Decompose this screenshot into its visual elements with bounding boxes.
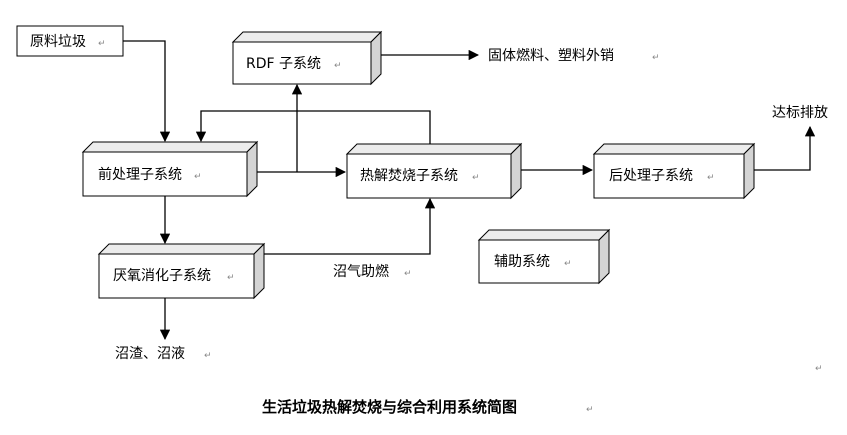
anaerobic-digestion-label: 厌氧消化子系统	[113, 268, 211, 284]
pretreatment-subsystem-box: 前处理子系统 ↵	[81, 140, 259, 198]
paragraph-mark: ↵	[194, 172, 202, 182]
connectors	[123, 40, 816, 341]
paragraph-mark: ↵	[404, 269, 412, 279]
rdf-subsystem-box: RDF 子系统 ↵	[231, 30, 383, 86]
arrow-biogas-to-pyrolysis	[264, 197, 436, 255]
arrow-pyrolysis-feedback	[195, 110, 431, 144]
auxiliary-system-box: 辅助系统 ↵	[477, 228, 611, 285]
raw-waste-label: 原料垃圾	[30, 34, 86, 50]
biogas-edge-label: 沼气助燃	[333, 263, 389, 280]
digestion-output-label: 沼渣、沼液	[115, 346, 185, 362]
posttreatment-subsystem-label: 后处理子系统	[609, 168, 693, 184]
paragraph-mark: ↵	[334, 61, 342, 71]
posttreatment-subsystem-box: 后处理子系统 ↵	[592, 142, 756, 200]
paragraph-mark: ↵	[227, 273, 235, 283]
pyrolysis-subsystem-box: 热解焚烧子系统 ↵	[345, 142, 523, 200]
arrow-raw-to-pretreatment	[123, 40, 171, 143]
auxiliary-system-label: 辅助系统	[494, 254, 550, 270]
rdf-subsystem-label: RDF 子系统	[246, 56, 321, 72]
paragraph-mark: ↵	[564, 259, 572, 269]
paragraph-mark: ↵	[98, 39, 106, 49]
pretreatment-subsystem-label: 前处理子系统	[98, 166, 182, 183]
paragraph-mark: ↵	[204, 351, 212, 361]
arrow-posttreatment-to-emission	[754, 125, 816, 171]
raw-waste-box: 原料垃圾 ↵	[16, 25, 124, 57]
rdf-output-label: 固体燃料、塑料外销	[488, 47, 614, 64]
emission-output-label: 达标排放	[772, 105, 828, 121]
pyrolysis-subsystem-label: 热解焚烧子系统	[360, 168, 458, 184]
paragraph-mark: ↵	[472, 173, 480, 183]
paragraph-mark: ↵	[815, 364, 823, 374]
anaerobic-digestion-box: 厌氧消化子系统 ↵	[97, 242, 266, 300]
paragraph-mark: ↵	[707, 173, 715, 183]
diagram-caption: 生活垃圾热解焚烧与综合利用系统简图	[262, 398, 517, 416]
paragraph-mark: ↵	[586, 405, 594, 415]
paragraph-mark: ↵	[652, 53, 660, 63]
